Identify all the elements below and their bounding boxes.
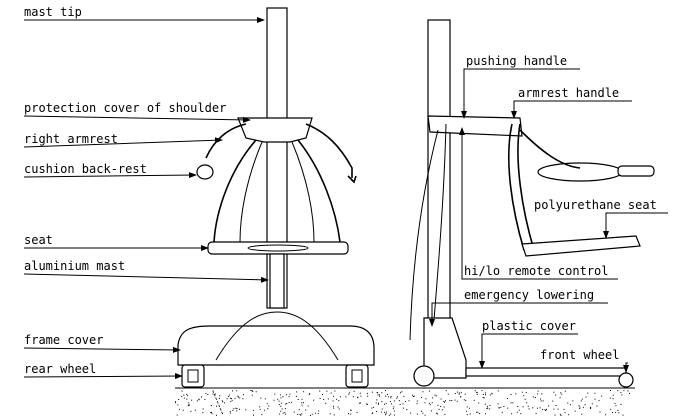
pushing-handle-shape <box>427 115 523 137</box>
rear-wheel-left <box>181 364 205 388</box>
rear-wheel-right <box>345 364 369 388</box>
label-polyurethane-seat: polyurethane seat <box>534 198 657 212</box>
label-plastic-cover: plastic cover <box>482 319 576 333</box>
seat-shape <box>207 241 349 255</box>
armrest-pad-shape <box>537 162 623 182</box>
ground <box>175 387 635 416</box>
side-mast-shape <box>427 19 451 321</box>
side-rear-wheel <box>413 365 435 387</box>
label-protection-cover: protection cover of shoulder <box>24 101 226 115</box>
label-hi-lo-remote: hi/lo remote control <box>464 264 609 278</box>
label-rear-wheel: rear wheel <box>24 362 96 376</box>
side-view-lift <box>409 19 655 388</box>
label-seat: seat <box>24 233 53 247</box>
shoulder-cover-shape <box>237 117 313 143</box>
armrest-handle-shape <box>617 165 655 177</box>
label-emergency-lowering: emergency lowering <box>464 288 594 302</box>
cushion-shape <box>196 164 214 180</box>
plastic-cover-shape <box>465 367 627 377</box>
leader-lines <box>23 17 668 380</box>
label-armrest-handle: armrest handle <box>518 86 619 100</box>
label-mast-tip: mast tip <box>24 5 82 19</box>
label-right-armrest: right armrest <box>24 132 118 146</box>
label-aluminium-mast: aluminium mast <box>24 259 125 273</box>
right-armrest-shape <box>205 123 247 159</box>
front-wheel-shape <box>618 372 634 388</box>
labels: mast tip protection cover of shoulder ri… <box>24 5 657 376</box>
frame-cover-shape <box>177 325 375 366</box>
polyurethane-seat-shape <box>521 235 641 257</box>
left-armrest-shape <box>305 123 353 178</box>
label-pushing-handle: pushing handle <box>466 54 567 68</box>
label-cushion-back-rest: cushion back-rest <box>24 162 147 176</box>
label-front-wheel: front wheel <box>540 348 619 362</box>
front-view-lift <box>177 7 375 388</box>
label-frame-cover: frame cover <box>24 333 103 347</box>
